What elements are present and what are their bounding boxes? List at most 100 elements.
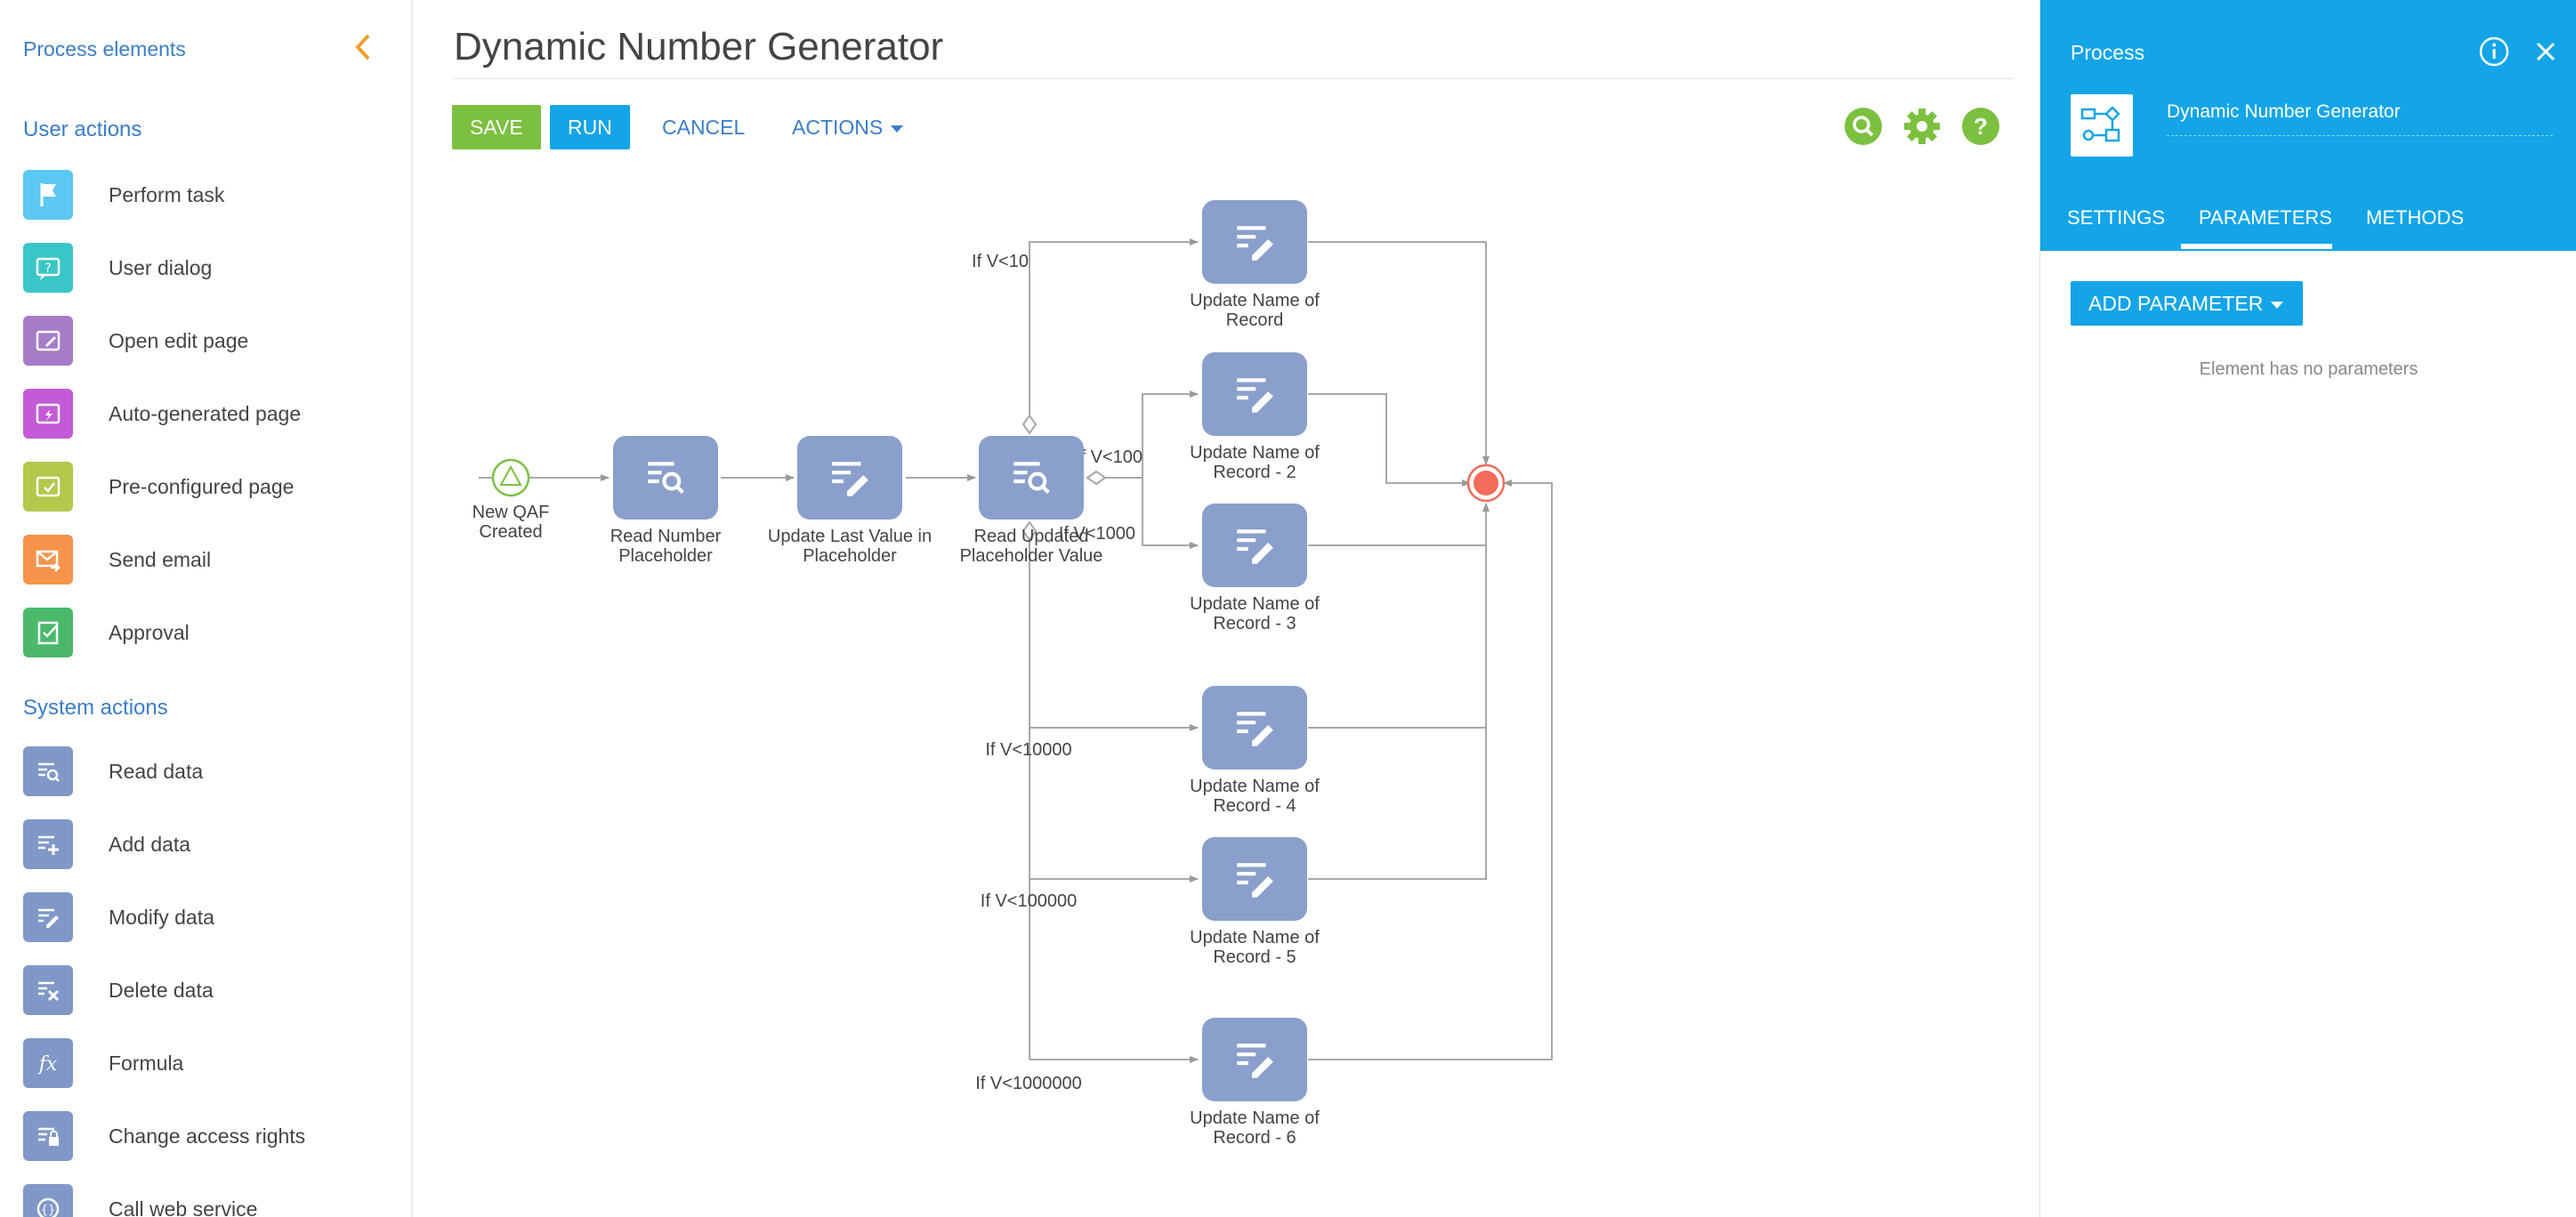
sidebar-item-modify-data[interactable]: Modify data [23,891,397,943]
save-button[interactable]: SAVE [452,105,541,149]
sidebar-item-approval[interactable]: Approval [23,607,397,658]
formula-icon: fx [23,1038,73,1088]
gateway-diamond-top[interactable] [1022,414,1038,435]
panel-title: Process [2071,41,2145,64]
task-node-label: Record - 5 [1213,947,1296,967]
task-node-label: Record [1226,310,1283,330]
sidebar-item-label: Approval [109,620,190,644]
sidebar-item-label: User dialog [109,255,213,279]
svg-text:{}: {} [41,1204,56,1217]
task-node-label: Placeholder [618,546,713,566]
condition-label[interactable]: If V<10 [972,252,1029,271]
sidebar-item-label: Pre-configured page [109,474,295,498]
condition-label[interactable]: If V<100 [1076,447,1143,467]
condition-label[interactable]: If V<10000 [985,740,1071,760]
task-node-box[interactable] [1202,200,1307,284]
task-node-box[interactable] [797,436,902,520]
condition-label[interactable]: If V<1000 [1059,524,1135,544]
sidebar-item-send-email[interactable]: Send email [23,534,397,585]
help-icon[interactable]: ? [1961,107,2000,146]
process-name-field[interactable]: Dynamic Number Generator [2167,101,2401,122]
task-node-box[interactable] [1202,352,1307,436]
process-properties-panel: Process Dynamic Number Generator [2039,0,2576,1217]
sidebar-item-delete-data[interactable]: Delete data [23,964,397,1016]
edit-page-icon [23,316,73,366]
collapse-sidebar-icon[interactable] [349,32,377,60]
read-data-icon [23,746,73,796]
sidebar-item-label: Modify data [109,905,214,929]
sidebar-item-pre-configured-page[interactable]: Pre-configured page [23,461,397,512]
svg-text:?: ? [1974,113,1988,140]
close-icon[interactable] [2528,34,2564,69]
flow-if-v-lt-10 [1029,238,1199,424]
sidebar-item-perform-task[interactable]: Perform task [23,169,397,221]
task-node-label: Update Name of [1190,928,1320,947]
panel-header: Process Dynamic Number Generator [2040,0,2576,251]
search-icon[interactable] [1844,107,1883,146]
sidebar-item-read-data[interactable]: Read data [23,746,397,797]
read-data-icon [1013,462,1050,495]
sidebar-item-call-web-service[interactable]: {} Call web service [23,1183,397,1217]
modify-data-icon [1237,529,1273,564]
gateway-diamond-bottom[interactable] [1022,520,1038,542]
tab-methods[interactable]: METHODS [2366,206,2464,229]
sidebar-item-auto-generated-page[interactable]: Auto-generated page [23,388,397,439]
sidebar-item-open-edit-page[interactable]: Open edit page [23,315,397,367]
start-event[interactable]: New QAF Created [472,458,550,542]
info-icon[interactable] [2476,34,2512,69]
condition-label[interactable]: If V<1000000 [975,1074,1082,1093]
sidebar-item-label: Read data [109,759,204,783]
task-node-label: Record - 6 [1213,1128,1296,1148]
tab-settings[interactable]: SETTINGS [2067,206,2166,229]
task-node-box[interactable] [1202,504,1307,587]
tab-parameters[interactable]: PARAMETERS [2199,206,2332,229]
gear-icon[interactable] [1902,107,1942,146]
task-node-box[interactable] [1202,1018,1307,1101]
modify-data-icon [1237,226,1273,261]
modify-data-icon [1237,378,1273,413]
task-node-box[interactable] [1202,686,1307,770]
modify-data-icon [832,462,868,496]
sidebar-item-add-data[interactable]: Add data [23,818,397,870]
process-diagram-canvas[interactable]: If V<10 If V<100 If V<1000 If V<10000 If… [411,0,2039,1217]
flow-update5-to-end [1308,728,1487,880]
empty-parameters-message: Element has no parameters [2199,359,2419,379]
add-parameter-label: ADD PARAMETER [2088,292,2264,315]
add-data-icon [23,819,73,869]
sidebar-item-user-dialog[interactable]: ? User dialog [23,242,397,294]
add-parameter-button[interactable]: ADD PARAMETER [2071,281,2303,326]
modify-data-icon [1237,1044,1273,1078]
flow-if-v-lt-1000 [1142,478,1199,549]
task-node-box[interactable] [1202,837,1307,921]
task-node-label: Read Number [610,527,722,546]
actions-dropdown[interactable]: ACTIONS [792,105,905,149]
cancel-button[interactable]: CANCEL [662,116,746,139]
sidebar-item-label: Send email [109,547,212,571]
sidebar-item-label: Open edit page [109,328,249,352]
title-divider [454,78,2013,79]
task-node-label: Record - 3 [1213,614,1296,633]
end-event[interactable] [1466,463,1506,503]
gateway-diamond-right[interactable] [1086,470,1107,486]
sidebar-item-label: Change access rights [109,1124,306,1148]
sidebar-item-label: Perform task [109,182,225,206]
flow-update6-to-end [1308,480,1553,1060]
start-event-label: Created [479,522,542,542]
sidebar-item-formula[interactable]: fx Formula [23,1037,397,1089]
task-node-label: Placeholder Value [960,546,1103,566]
start-event-circle[interactable] [491,458,530,497]
sidebar-item-label: Formula [109,1051,184,1075]
connectors [479,238,1553,1063]
run-button[interactable]: RUN [550,105,630,149]
sidebar-item-change-access-rights[interactable]: Change access rights [23,1110,397,1162]
condition-label[interactable]: If V<100000 [981,891,1077,911]
